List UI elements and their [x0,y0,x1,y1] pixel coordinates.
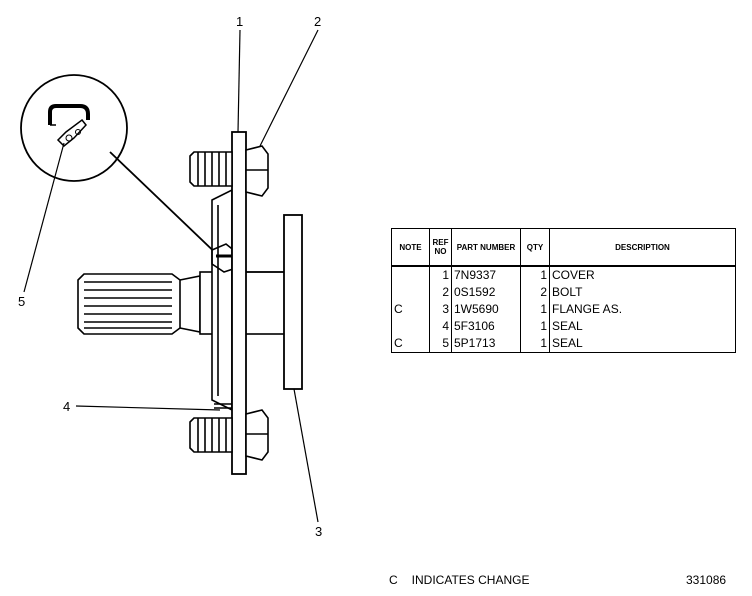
row-note [391,318,430,335]
row-note: C [391,335,430,353]
drawing-number: 331086 [686,573,727,587]
bolt-lower [189,409,269,461]
row-part-number: 1W5690 [451,301,521,318]
table-row: 2 0S1592 2 BOLT [391,284,736,301]
callout-2: 2 [314,14,321,29]
row-ref: 2 [429,284,452,301]
table-row: C 3 1W5690 1 FLANGE AS. [391,301,736,318]
flange-disk [283,214,303,390]
row-note: C [391,301,430,318]
spline-shaft [77,273,201,335]
row-ref: 5 [429,335,452,353]
header-note: NOTE [391,228,430,267]
row-ref: 3 [429,301,452,318]
bolt-upper [189,145,269,197]
callout-leaders [23,29,319,523]
change-legend: C INDICATES CHANGE [389,573,543,587]
header-part-number: PART NUMBER [451,228,521,267]
cover-plate [231,131,247,475]
row-qty: 1 [520,318,550,335]
callout-1: 1 [236,14,243,29]
row-part-number: 7N9337 [451,266,521,284]
row-part-number: 5F3106 [451,318,521,335]
row-ref: 4 [429,318,452,335]
callout-4: 4 [63,399,70,414]
header-ref-no: REF NO [429,228,452,267]
callout-5: 5 [18,294,25,309]
table-row: 1 7N9337 1 COVER [391,266,736,284]
row-description: FLANGE AS. [549,301,736,318]
header-qty: QTY [520,228,550,267]
row-qty: 1 [520,301,550,318]
seal-detail-view [20,74,128,182]
table-header-row: NOTE REF NO PART NUMBER QTY DESCRIPTION [391,228,736,267]
header-description: DESCRIPTION [549,228,736,267]
row-qty: 1 [520,335,550,353]
row-note [391,266,430,284]
row-part-number: 0S1592 [451,284,521,301]
row-description: BOLT [549,284,736,301]
row-ref: 1 [429,266,452,284]
row-note [391,284,430,301]
detail-leader-line [109,151,226,263]
table-row: C 5 5P1713 1 SEAL [391,335,736,353]
row-description: SEAL [549,335,736,353]
change-legend-text: INDICATES CHANGE [411,573,530,587]
parts-list-table: NOTE REF NO PART NUMBER QTY DESCRIPTION … [391,228,736,353]
row-description: SEAL [549,318,736,335]
row-part-number: 5P1713 [451,335,521,353]
row-qty: 1 [520,266,550,284]
change-marker: C [389,573,398,587]
row-qty: 2 [520,284,550,301]
row-description: COVER [549,266,736,284]
table-row: 4 5F3106 1 SEAL [391,318,736,335]
callout-3: 3 [315,524,322,539]
